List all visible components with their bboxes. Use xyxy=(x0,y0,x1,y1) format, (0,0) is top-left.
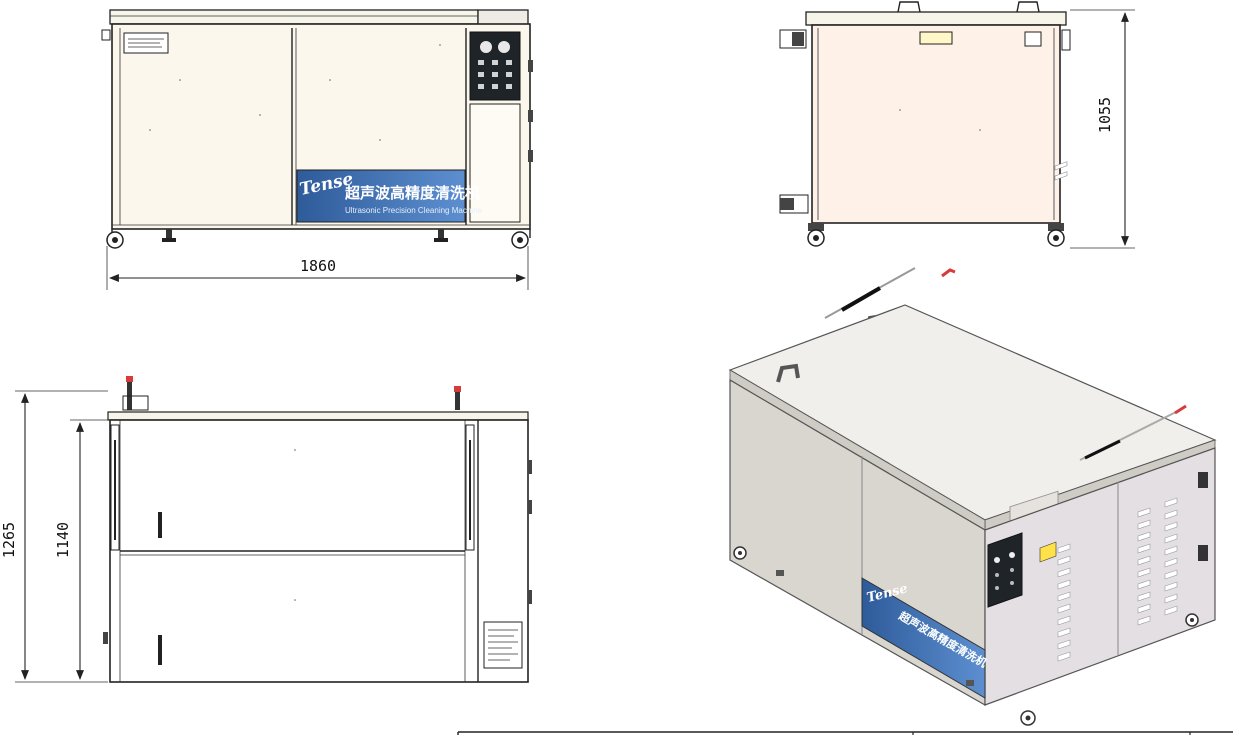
top-inner-depth-dim-label: 1140 xyxy=(54,522,72,558)
isometric-view: Tense 超声波高精度清洗机 xyxy=(728,161,1217,726)
iso-red-clip-lid-icon xyxy=(1174,404,1187,415)
side-view: 1055 xyxy=(779,1,1135,249)
front-nameplate-subtitle: Ultrasonic Precision Cleaning Machine xyxy=(345,206,483,215)
front-nameplate: Tense 超声波高精度清洗机 Ultrasonic Precision Cle… xyxy=(296,169,483,223)
front-width-dim-label: 1860 xyxy=(300,257,336,275)
iso-control-panel xyxy=(987,532,1023,608)
side-warning-label xyxy=(919,31,953,45)
iso-nameplate xyxy=(861,577,986,699)
front-dial-left-icon xyxy=(480,41,492,53)
side-height-dim-label: 1055 xyxy=(1096,97,1114,133)
top-red-knob-right-icon xyxy=(454,386,461,392)
front-nameplate-title: 超声波高精度清洗机 xyxy=(344,184,480,202)
top-spec-plate xyxy=(483,621,523,669)
front-view: Tense 超声波高精度清洗机 Ultrasonic Precision Cle… xyxy=(101,9,533,290)
iso-vent-grille xyxy=(1054,161,1068,181)
top-lid-handle-upper-icon xyxy=(158,512,162,538)
iso-side-face xyxy=(984,447,1216,706)
top-lid-handle-lower-icon xyxy=(158,635,162,665)
top-view: 1265 1140 xyxy=(0,376,532,683)
front-dial-right-icon xyxy=(498,41,510,53)
top-red-knob-left-icon xyxy=(126,376,133,382)
top-outer-depth-dim-label: 1265 xyxy=(0,522,18,558)
side-valve-bottom-icon xyxy=(780,198,794,210)
iso-red-clip-upper-icon xyxy=(941,268,956,278)
iso-warning-label xyxy=(1039,541,1057,563)
front-control-panel xyxy=(469,31,521,101)
side-body xyxy=(811,24,1061,224)
side-valve-top-icon xyxy=(792,32,804,46)
iso-handle-lid-icon xyxy=(776,363,800,383)
